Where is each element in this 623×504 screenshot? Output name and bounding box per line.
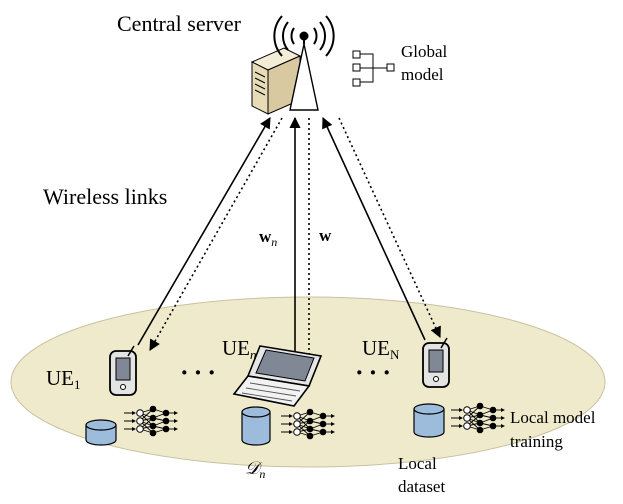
ellipsis-left: ··· (180, 358, 222, 387)
dataset-label-symbol: 𝒟 (245, 458, 260, 478)
uen-last-label-subscript: N (390, 347, 400, 362)
ue1-phone-icon (109, 345, 137, 396)
uplink-weight-label: wn (259, 228, 277, 248)
uen-last-label: UEN (362, 336, 400, 362)
uen-laptop-icon (232, 345, 323, 407)
uen-database-icon (241, 406, 271, 446)
dataset-label: 𝒟n (245, 459, 265, 480)
global-model-label-line2: model (401, 65, 444, 84)
uen-last-phone-icon (422, 337, 450, 388)
antenna-icon (273, 15, 335, 111)
local-dataset-line2: dataset (398, 477, 446, 496)
ue1-database-icon (85, 419, 117, 446)
downlink-arrow-uenn (338, 117, 441, 339)
ue1-label: UE1 (46, 366, 81, 392)
global-model-label-line1: Global (401, 42, 448, 61)
ue1-label-base: UE (46, 366, 74, 390)
uplink-weight-symbol: w (259, 227, 272, 246)
uen-label: UEn (222, 336, 257, 362)
local-dataset-line1: Local (398, 454, 437, 473)
ue1-label-subscript: 1 (74, 377, 81, 392)
central-server-label: Central server (117, 11, 241, 36)
local-model-training-line1: Local model (510, 408, 596, 427)
global-model-icon (352, 50, 395, 87)
uen-label-base: UE (222, 336, 250, 360)
ellipsis-right: ··· (355, 358, 397, 387)
uen-label-subscript: n (250, 347, 257, 362)
uplink-arrow-uenn (322, 116, 426, 341)
wireless-links-label: Wireless links (43, 184, 168, 209)
local-model-training-line2: training (510, 432, 563, 451)
downlink-weight-label: w (319, 226, 332, 245)
uen-last-label-base: UE (362, 336, 390, 360)
uplink-arrow-ue1 (137, 117, 271, 346)
dataset-label-subscript: n (259, 467, 266, 481)
uen-last-database-icon (413, 403, 445, 438)
uplink-weight-subscript: n (271, 235, 278, 249)
